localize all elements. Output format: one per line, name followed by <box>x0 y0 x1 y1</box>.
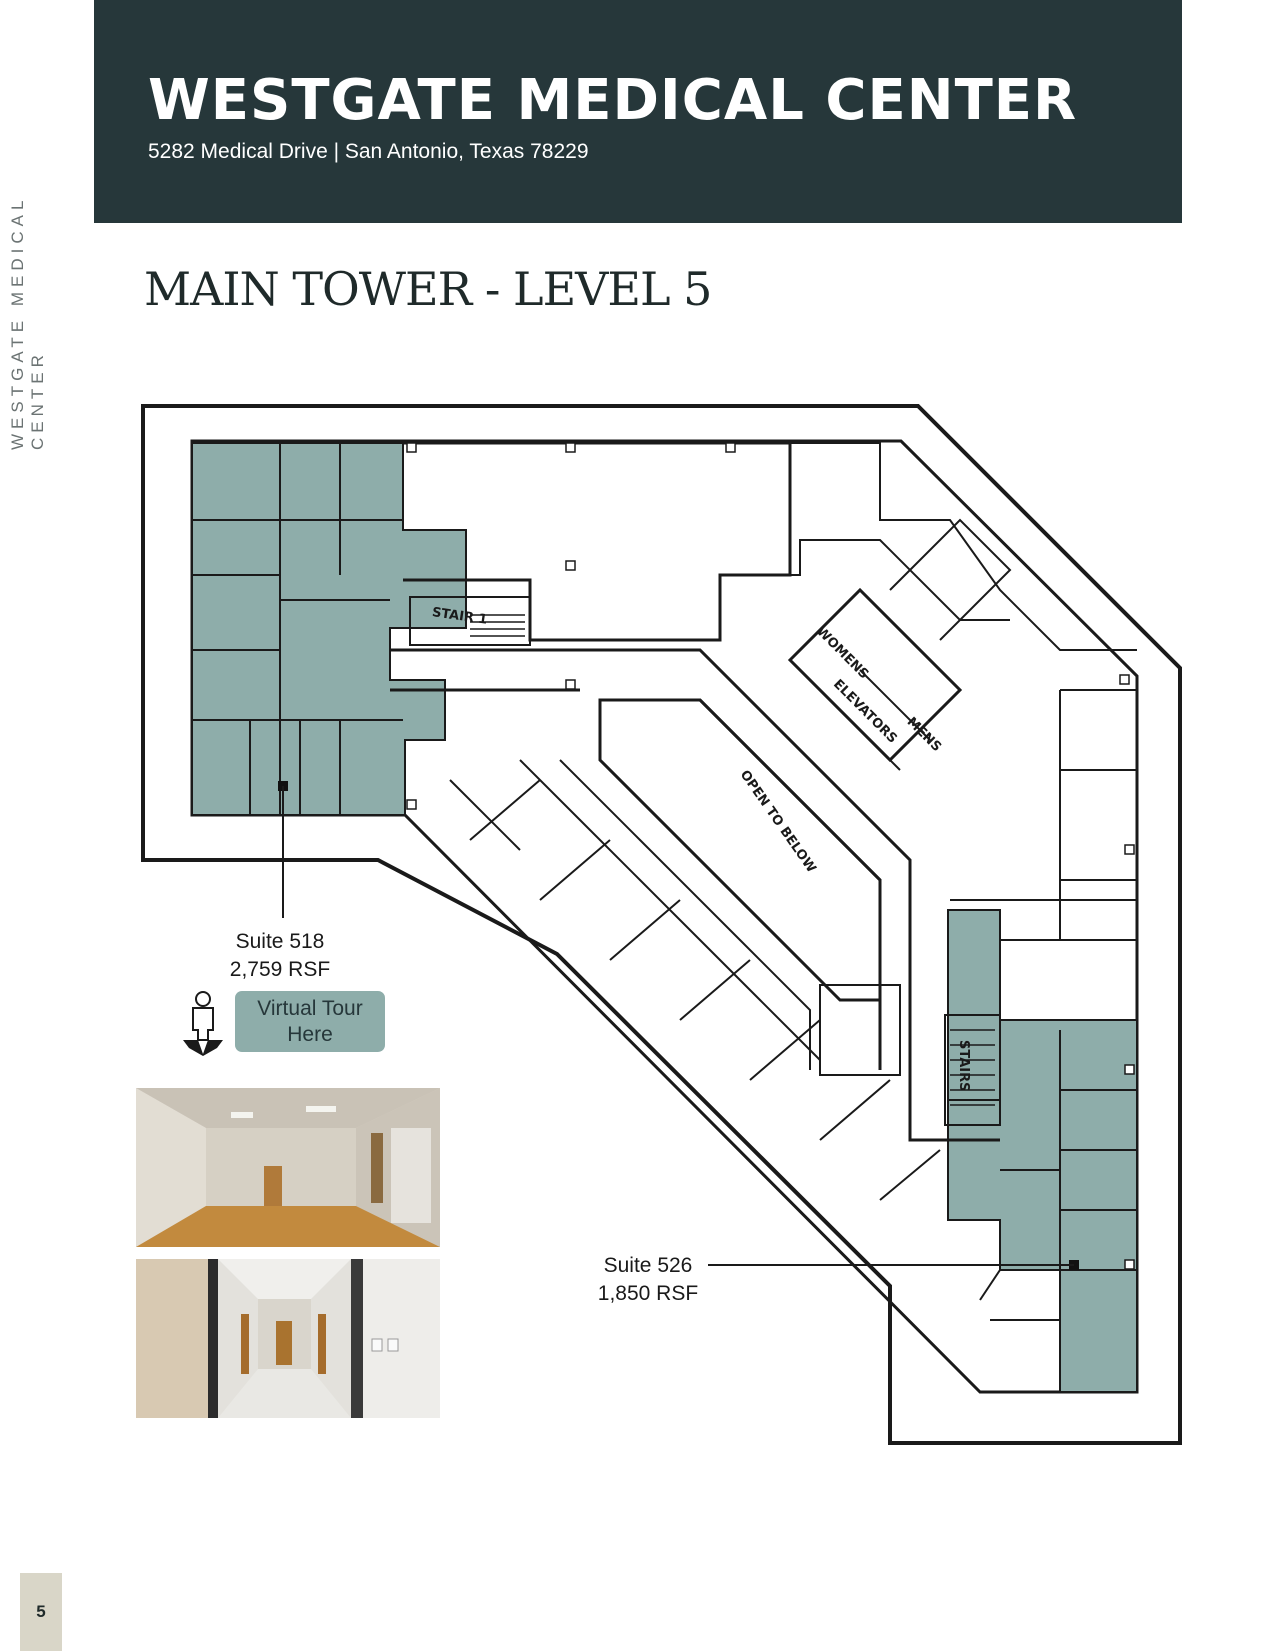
sidebar-vertical-title: WESTGATE MEDICAL CENTER <box>8 196 47 450</box>
virtual-tour-label: Virtual Tour Here <box>257 996 363 1046</box>
suite-526-name: Suite 526 <box>603 1254 693 1277</box>
page-title: WESTGATE MEDICAL CENTER <box>148 68 1078 133</box>
header-banner: WESTGATE MEDICAL CENTER 5282 Medical Dri… <box>94 0 1182 223</box>
open-to-below-area <box>598 698 882 1002</box>
building-outline <box>141 404 1182 1445</box>
floor-plan: STAIR 1 WOMENS ELEVATORS MENS OPEN TO BE… <box>141 404 1182 1445</box>
virtual-tour-button[interactable]: Virtual Tour Here <box>235 991 385 1052</box>
womens-label: WOMENS <box>813 624 871 682</box>
floor-title: MAIN TOWER - LEVEL 5 <box>144 262 712 316</box>
address-text: 5282 Medical Drive | San Antonio, Texas … <box>148 140 589 163</box>
person-pin-icon <box>183 991 223 1056</box>
stairs-label: STAIRS <box>956 1040 971 1092</box>
suite-526-label: Suite 526 1,850 RSF <box>578 1252 718 1308</box>
suite-526-area: 1,850 RSF <box>597 1282 699 1305</box>
page-number: 5 <box>20 1573 62 1651</box>
suite-518-name: Suite 518 <box>235 930 325 953</box>
interior-photo-1 <box>136 1088 440 1247</box>
open-to-below-label: OPEN TO BELOW <box>737 768 819 876</box>
interior-photo-2 <box>136 1259 440 1418</box>
suite-518-label: Suite 518 2,759 RSF <box>210 928 350 984</box>
suite-518-area: 2,759 RSF <box>229 958 331 981</box>
suite-518-area <box>191 442 467 816</box>
mens-label: MENS <box>904 715 944 755</box>
